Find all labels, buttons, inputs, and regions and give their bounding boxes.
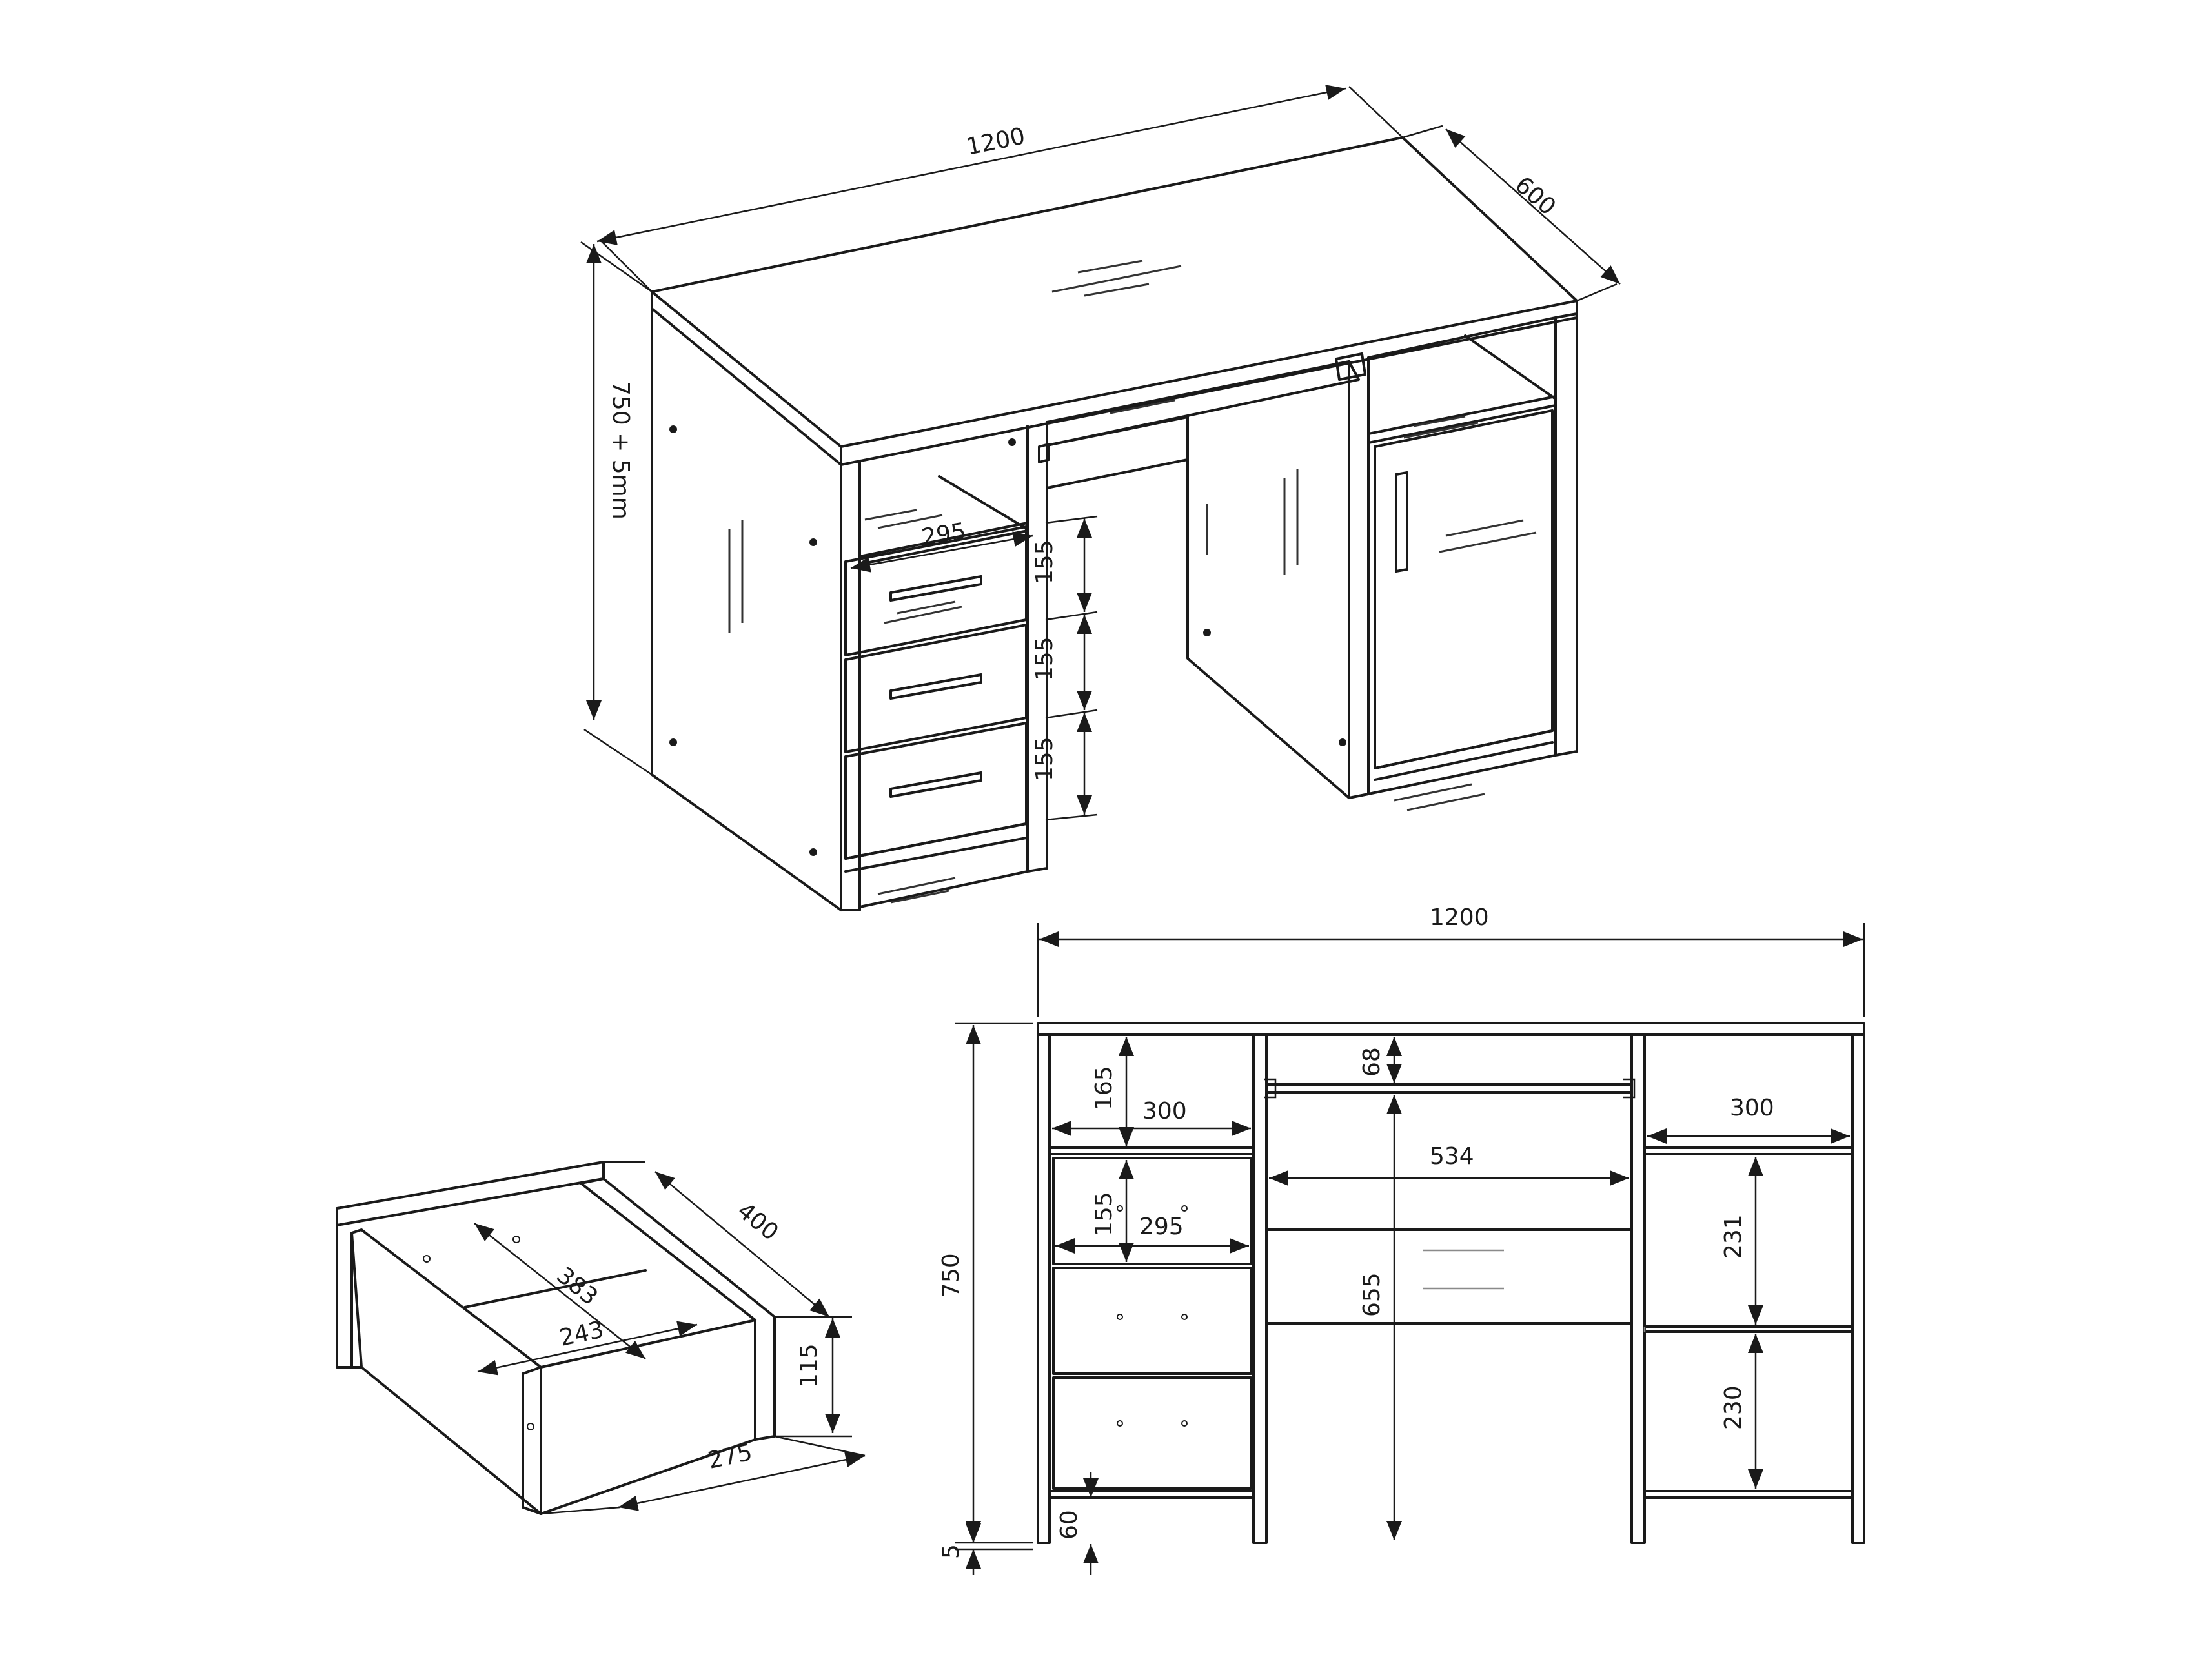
dim-right-upper-231: 231 bbox=[1720, 1214, 1747, 1259]
drawer-3 bbox=[844, 722, 1028, 860]
drawer-front-panel bbox=[522, 1319, 756, 1515]
front-modesty-panel bbox=[1265, 1228, 1633, 1325]
door-handle bbox=[1395, 471, 1408, 573]
dim-front-drawer-155: 155 bbox=[1091, 1192, 1117, 1236]
right-door bbox=[1374, 409, 1554, 769]
drawer-hole bbox=[423, 1255, 431, 1263]
dim-knee-space-655: 655 bbox=[1359, 1272, 1385, 1317]
assembly-dot bbox=[1339, 738, 1346, 746]
right-plinth bbox=[1374, 729, 1554, 781]
drawer-handle-1 bbox=[889, 575, 982, 602]
perspective-view bbox=[651, 136, 1578, 911]
front-right-end-panel bbox=[1851, 1033, 1865, 1544]
left-pedestal-shelf bbox=[1048, 1146, 1255, 1155]
drawer-hole bbox=[512, 1236, 520, 1243]
assembly-dot bbox=[1203, 629, 1211, 636]
dim-front-top-5: 5 bbox=[938, 1544, 964, 1559]
right-plinth bbox=[1643, 1490, 1854, 1499]
front-drawer-2 bbox=[1052, 1267, 1252, 1375]
dim-drawer-height-1: 155 bbox=[1031, 540, 1058, 584]
drawer-hole bbox=[1181, 1205, 1188, 1212]
left-pedestal-frame bbox=[858, 421, 1048, 908]
dim-front-height-750: 750 bbox=[938, 1253, 964, 1298]
drawer-hole bbox=[527, 1423, 534, 1430]
right-pedestal-shelf-1 bbox=[1643, 1146, 1854, 1155]
dim-left-shelf-300: 300 bbox=[1142, 1098, 1187, 1125]
keyboard-tray bbox=[1038, 360, 1360, 489]
dim-drawer-width-295: 295 bbox=[920, 518, 968, 551]
front-view-dimensions: 1200 750 5 60 165 300 155 295 68 534 bbox=[938, 904, 1865, 1575]
left-plinth bbox=[1048, 1490, 1255, 1499]
drawer-bottom-back bbox=[463, 1269, 647, 1308]
right-open-shelf bbox=[1367, 334, 1557, 444]
dim-drawer-height-2: 155 bbox=[1031, 636, 1058, 681]
drawer-hole bbox=[1117, 1420, 1123, 1427]
assembly-dot bbox=[809, 848, 817, 856]
right-pedestal-shelf-2 bbox=[1643, 1325, 1854, 1333]
left-pedestal-front-edge bbox=[840, 460, 861, 911]
dim-front-drawer-295: 295 bbox=[1139, 1214, 1184, 1240]
dim-depth-600: 600 bbox=[1510, 172, 1561, 221]
front-right-pedestal-panel bbox=[1630, 1033, 1646, 1544]
dim-drawer-height-115: 115 bbox=[796, 1343, 822, 1388]
dim-left-shelf-165: 165 bbox=[1091, 1066, 1117, 1110]
drawer-handle-2 bbox=[889, 673, 982, 700]
front-keyboard-tray bbox=[1265, 1083, 1633, 1094]
surface-sheen-marks bbox=[728, 260, 1537, 904]
dim-drawer-depth-400: 400 bbox=[732, 1197, 783, 1246]
dim-drawer-height-3: 155 bbox=[1031, 737, 1058, 781]
keyboard-tray-slides bbox=[1264, 1078, 1636, 1099]
assembly-dot bbox=[669, 425, 677, 433]
dim-keyboard-tray-68: 68 bbox=[1359, 1047, 1385, 1077]
drawer-handle-3 bbox=[889, 771, 982, 798]
front-left-pedestal-panel bbox=[1252, 1033, 1268, 1544]
left-end-panel bbox=[651, 307, 842, 911]
dim-knee-space-534: 534 bbox=[1430, 1143, 1474, 1170]
assembly-dot bbox=[1008, 438, 1016, 446]
front-drawer-3 bbox=[1052, 1376, 1252, 1490]
dim-right-shelf-300: 300 bbox=[1730, 1095, 1774, 1121]
front-desk-top bbox=[1037, 1022, 1865, 1036]
right-pedestal-inner-side bbox=[1186, 356, 1370, 799]
drawer-hole bbox=[1181, 1314, 1188, 1320]
dim-right-lower-230: 230 bbox=[1720, 1385, 1747, 1430]
drawer-hole bbox=[1117, 1314, 1123, 1320]
desk-top-edge bbox=[651, 290, 1578, 466]
drawer-hole bbox=[1117, 1205, 1123, 1212]
dim-height-750-plus-5mm: 750 + 5mm bbox=[607, 381, 634, 520]
dim-front-plinth-60: 60 bbox=[1056, 1510, 1082, 1540]
keyboard-tray-slide bbox=[1335, 352, 1366, 381]
modesty-panel-marks bbox=[1423, 1249, 1504, 1290]
right-pedestal bbox=[1367, 312, 1578, 795]
front-left-end-panel bbox=[1037, 1033, 1051, 1544]
dim-drawer-width-275: 275 bbox=[705, 1439, 755, 1474]
dim-front-width-1200: 1200 bbox=[1430, 904, 1489, 931]
drawer-left-side bbox=[350, 1228, 542, 1515]
assembly-dot bbox=[809, 538, 817, 546]
dim-drawer-inner-depth-383: 383 bbox=[551, 1262, 602, 1310]
assembly-dot bbox=[669, 738, 677, 746]
front-drawer-1 bbox=[1052, 1157, 1252, 1265]
desk-top bbox=[651, 136, 1578, 448]
drawer-2 bbox=[844, 624, 1028, 753]
plinth-left bbox=[844, 822, 1028, 873]
drawer-hole bbox=[1181, 1420, 1188, 1427]
